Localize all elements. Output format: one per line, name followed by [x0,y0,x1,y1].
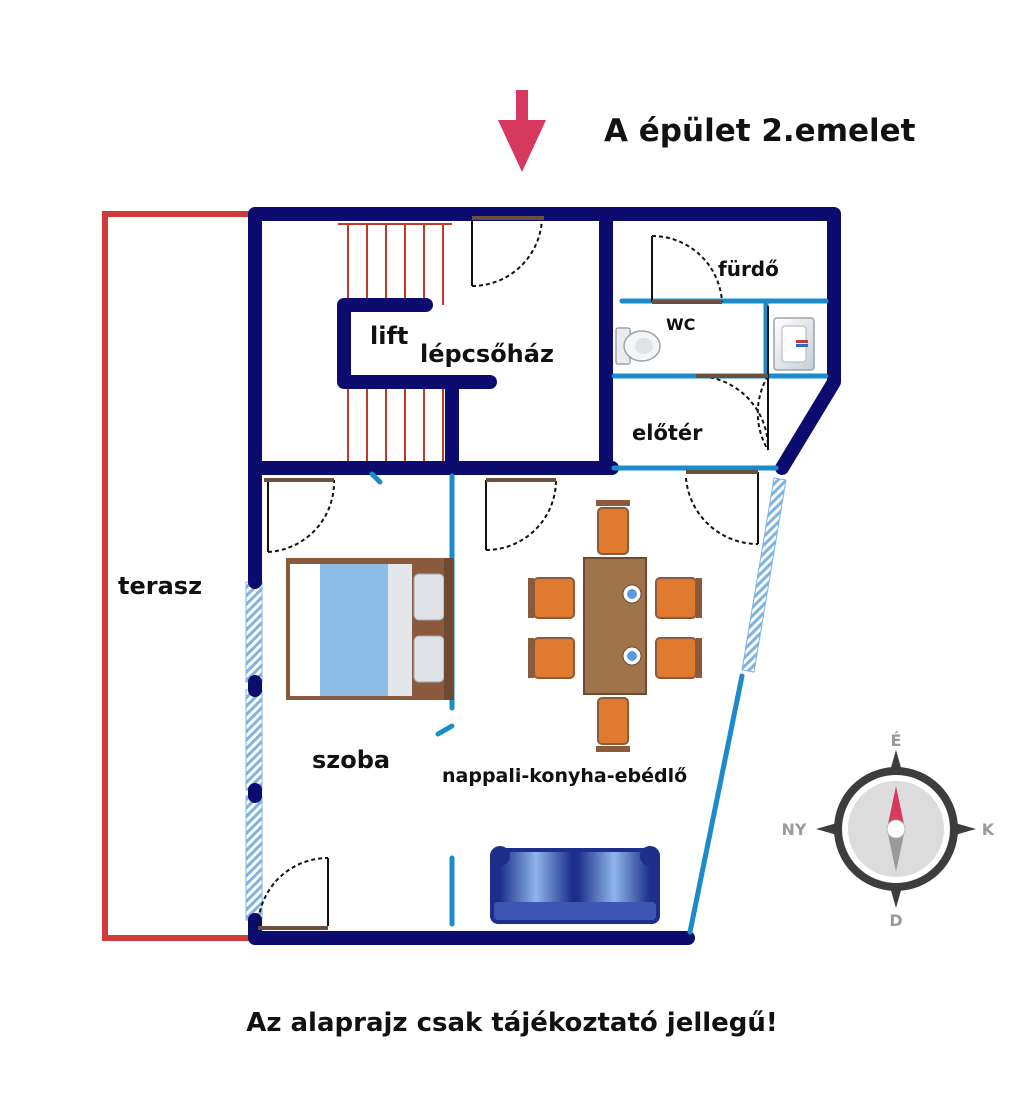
staircase [338,223,452,463]
toilet-icon [615,327,661,365]
room-label-bedroom: szoba [312,746,390,774]
compass-west: NY [782,820,807,839]
door-leaves [258,216,768,930]
compass-north: É [891,731,902,750]
dining-table-icon [528,500,702,752]
compass-south: D [889,911,902,930]
room-label-stairwell: lépcsőház [420,340,554,368]
room-label-bathroom: fürdő [718,257,779,281]
sofa-icon [490,846,660,924]
disclaimer-text: Az alaprajz csak tájékoztató jellegű! [246,1008,778,1038]
room-label-wc: WC [666,315,695,334]
room-label-living: nappali-konyha-ebédlő [442,765,687,787]
bed-icon [286,558,454,700]
entry-arrow-icon [498,90,546,172]
compass-east: K [982,820,995,839]
chair [533,507,697,745]
room-label-lift: lift [370,322,408,350]
room-label-hall: előtér [632,421,703,445]
page-title: A épület 2.emelet [604,113,916,149]
terrace-outline [102,211,252,941]
exterior-walls [248,207,841,945]
sink-icon [773,317,815,371]
compass-icon [816,750,976,908]
room-label-terrace: terasz [118,572,202,600]
